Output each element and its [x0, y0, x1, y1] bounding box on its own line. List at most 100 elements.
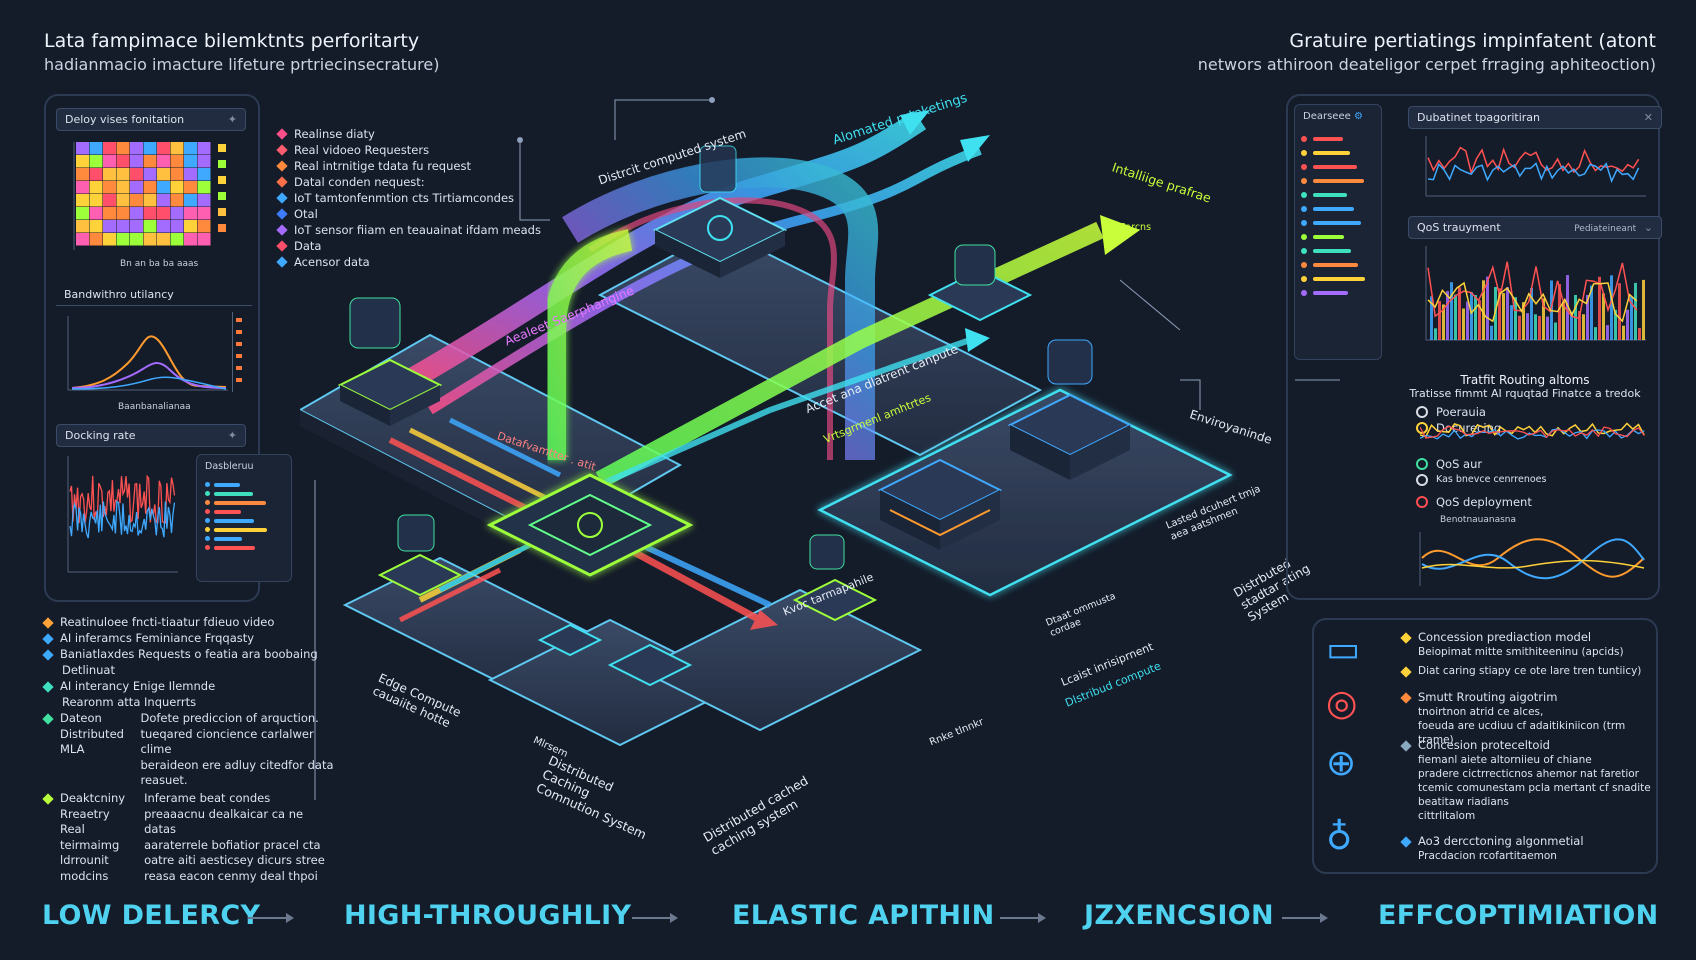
node-right-upper — [927, 244, 1033, 322]
docking-panel-header: Docking rate ✦ — [56, 424, 246, 447]
legend-diamond-icon — [276, 224, 288, 236]
heatmap-cell — [143, 168, 157, 181]
legend-label: Datal conden nequest: — [294, 175, 425, 189]
bullet-diamond-icon — [1400, 835, 1412, 848]
left-bullet-sub: oatre aiti aesticsey dicurs stree — [144, 853, 325, 867]
chart2-bar — [1478, 300, 1481, 340]
heatmap-cell — [116, 233, 130, 246]
left-bullet: AI inferamcs Feminiance Frqqasty — [42, 631, 254, 647]
routing-item: QoS deployment — [1416, 494, 1532, 510]
chart2-bar — [1462, 308, 1465, 340]
left-bullet-sub: reasa eacon cenmy deal thpoi — [144, 868, 318, 883]
right-list-row[interactable] — [1301, 220, 1375, 226]
heatmap-cell — [103, 181, 116, 194]
heatmap-cell — [143, 142, 157, 155]
right-list-row[interactable] — [1301, 136, 1375, 142]
heatmap-cell — [76, 155, 89, 168]
heatmap-cell — [170, 207, 184, 220]
mini-bar-row — [205, 482, 283, 487]
bullet-diamond-icon — [42, 617, 54, 629]
right-bullet-label: Concession prediaction model — [1418, 630, 1592, 644]
chart2-bar — [1482, 280, 1485, 340]
right-list-row[interactable] — [1301, 234, 1375, 240]
heatmap-cell — [197, 155, 211, 168]
node-bottom-right — [792, 534, 878, 622]
robot-icon: ♁ — [1326, 817, 1353, 858]
routing-dot-icon — [1416, 422, 1428, 434]
right-list-row[interactable] — [1301, 164, 1375, 170]
docking-menu-icon[interactable]: ✦ — [227, 429, 237, 442]
bullet-diamond-icon — [42, 793, 54, 805]
left-bullet-label: Reatinuloee fncti-tiaatur fdieuo video — [60, 615, 275, 629]
mini-bar — [214, 500, 266, 505]
central-hub — [486, 473, 694, 577]
heatmap-cell — [116, 207, 130, 220]
heatmap-cell — [170, 142, 184, 155]
right-list-row[interactable] — [1301, 178, 1375, 184]
legend-diamond-icon — [276, 256, 288, 268]
right-list-row[interactable] — [1301, 276, 1375, 282]
left-bullet-sub: reasuet. — [140, 773, 188, 787]
docking-chart — [67, 456, 178, 573]
heatmap-cells — [76, 142, 226, 246]
right-list-row[interactable] — [1301, 290, 1375, 296]
chart2-title: QoS trauyment — [1417, 221, 1501, 234]
right-list-bar — [1313, 179, 1364, 183]
chart2-expand-icon[interactable]: ⌄ — [1643, 221, 1653, 234]
bandwidth-chart — [67, 312, 242, 392]
chart1-header: Dubatinet tpagoritiran ✕ — [1408, 106, 1662, 129]
chart1-close-icon[interactable]: ✕ — [1643, 111, 1653, 124]
heatmap-cell — [89, 194, 103, 207]
chart2-bar — [1610, 275, 1613, 340]
routing-section: Tratfit Routing altoms Tratisse fimmt AI… — [1400, 373, 1650, 400]
chart2-bar — [1586, 294, 1589, 340]
bottom-step-5: EFFCOPTIMIATION — [1378, 900, 1659, 931]
right-list-row[interactable] — [1301, 248, 1375, 254]
chart2-bar — [1438, 301, 1441, 340]
right-list-row[interactable] — [1301, 192, 1375, 198]
mini-bar — [214, 545, 255, 550]
chart2-side: Pediateineant — [1574, 224, 1637, 234]
heatmap-cell — [89, 168, 103, 181]
right-bullet-label: Concesion proteceltoid — [1418, 738, 1550, 752]
right-list-row[interactable] — [1301, 150, 1375, 156]
legend-diamond-icon — [276, 208, 288, 220]
right-list-row[interactable] — [1301, 262, 1375, 268]
heatmap-cell — [130, 168, 143, 181]
chart2-bar — [1490, 325, 1493, 340]
legend-item: Real vidoeo Requesters — [276, 142, 568, 158]
left-bullet-label: Deaktcniny Rreaetry Real teirmaimg ldrro… — [60, 791, 126, 883]
legend-diamond-icon — [276, 176, 288, 188]
right-bullet-frame — [1312, 618, 1658, 874]
chart2-bar — [1594, 327, 1597, 340]
right-list-bar — [1313, 193, 1347, 197]
mini-bar-dot-icon — [205, 500, 210, 505]
radar-icon: ◎ — [1326, 683, 1358, 724]
right-list-bar — [1313, 207, 1354, 211]
heatmap-cell — [103, 207, 116, 220]
list-settings-icon[interactable]: ⚙ — [1353, 111, 1363, 122]
heatmap-cell — [197, 142, 211, 155]
heatmap-cell — [103, 168, 116, 181]
heatmap-cell — [103, 155, 116, 168]
legend-diamond-icon — [276, 128, 288, 140]
heatmap-cell — [76, 207, 89, 220]
heatmap-cell — [89, 142, 103, 155]
right-bullet-head: Concesion proteceltoid — [1400, 738, 1652, 753]
chart2-bar — [1530, 287, 1533, 340]
chart2-bar — [1598, 276, 1601, 340]
right-list-dot-icon — [1301, 178, 1307, 184]
heatmap-cell — [184, 207, 197, 220]
right-list-row[interactable] — [1301, 206, 1375, 212]
right-list-bar — [1313, 249, 1351, 253]
chart2-bar — [1430, 296, 1433, 340]
routing-item: Poerauia — [1416, 404, 1486, 420]
arrow-green-head — [1100, 215, 1140, 255]
heatmap-menu-icon[interactable]: ✦ — [227, 113, 237, 126]
left-bullet-sub: aaraterrele bofiatior pracel cta — [144, 837, 321, 852]
heatmap-cell — [116, 194, 130, 207]
right-list-dot-icon — [1301, 164, 1307, 170]
heatmap-cell — [116, 220, 130, 233]
left-bullet: Reatinuloee fncti-tiaatur fdieuo video — [42, 615, 275, 631]
